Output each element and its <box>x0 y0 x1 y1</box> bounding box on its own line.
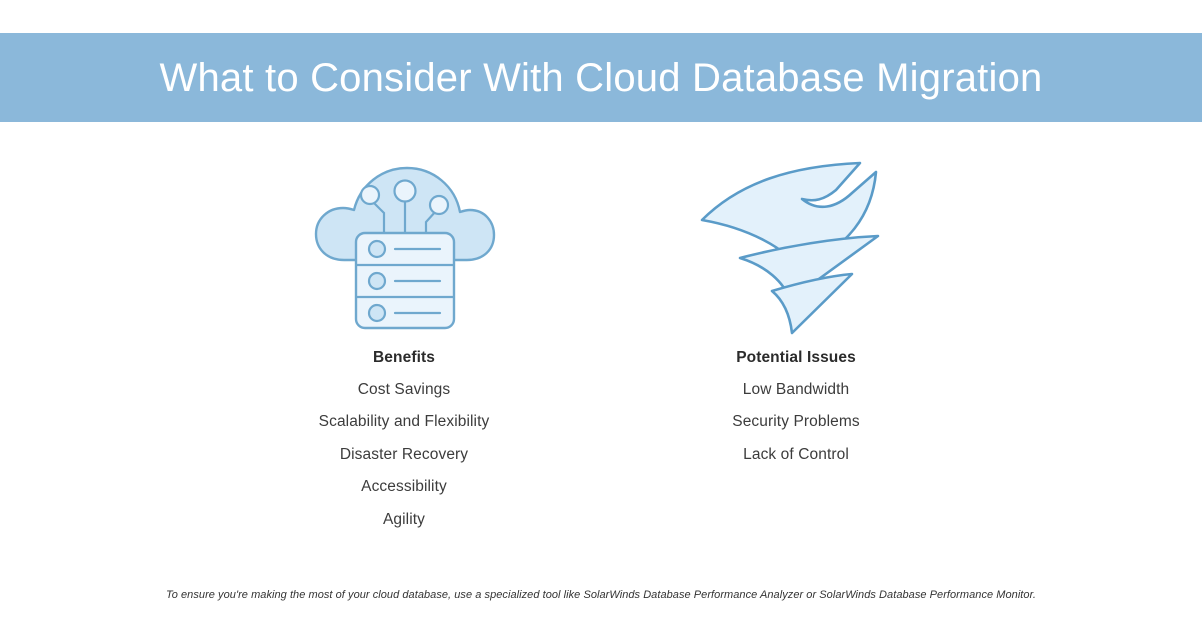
column-heading-benefits: Benefits <box>373 349 435 366</box>
list-item: Accessibility <box>361 478 447 495</box>
list-item: Cost Savings <box>357 380 451 398</box>
list-item: Scalability and Flexibility <box>318 413 490 430</box>
swoosh-lower <box>770 272 854 335</box>
list-item: Disaster Recovery <box>339 445 469 463</box>
cloud-database-icon <box>224 160 584 350</box>
circuit-nodes <box>359 179 450 216</box>
header-band: What to Consider With Cloud Database Mig… <box>0 33 1202 122</box>
circuit-traces <box>370 196 438 238</box>
swoosh-middle <box>738 234 880 302</box>
content-columns: Benefits Cost Savings Scalability and Fl… <box>0 160 1202 560</box>
list-item: Lack of Control <box>743 445 849 463</box>
list-item: Low Bandwidth <box>742 380 850 398</box>
solarwinds-logo-icon <box>616 160 976 350</box>
potential-issues-list: Low Bandwidth Security Problems Lack of … <box>616 380 976 463</box>
server-dividers <box>356 263 454 299</box>
page-title: What to Consider With Cloud Database Mig… <box>159 55 1043 100</box>
column-heading-potential-issues: Potential Issues <box>736 349 856 366</box>
list-item: Agility <box>382 510 426 528</box>
footer-note: To ensure you're making the most of your… <box>165 589 1036 601</box>
benefits-list: Cost Savings Scalability and Flexibility… <box>224 380 584 528</box>
list-item: Security Problems <box>732 413 860 430</box>
server-row-indicators <box>367 239 442 323</box>
column-potential-issues: Potential Issues Low Bandwidth Security … <box>616 160 976 462</box>
column-benefits: Benefits Cost Savings Scalability and Fl… <box>224 160 584 527</box>
